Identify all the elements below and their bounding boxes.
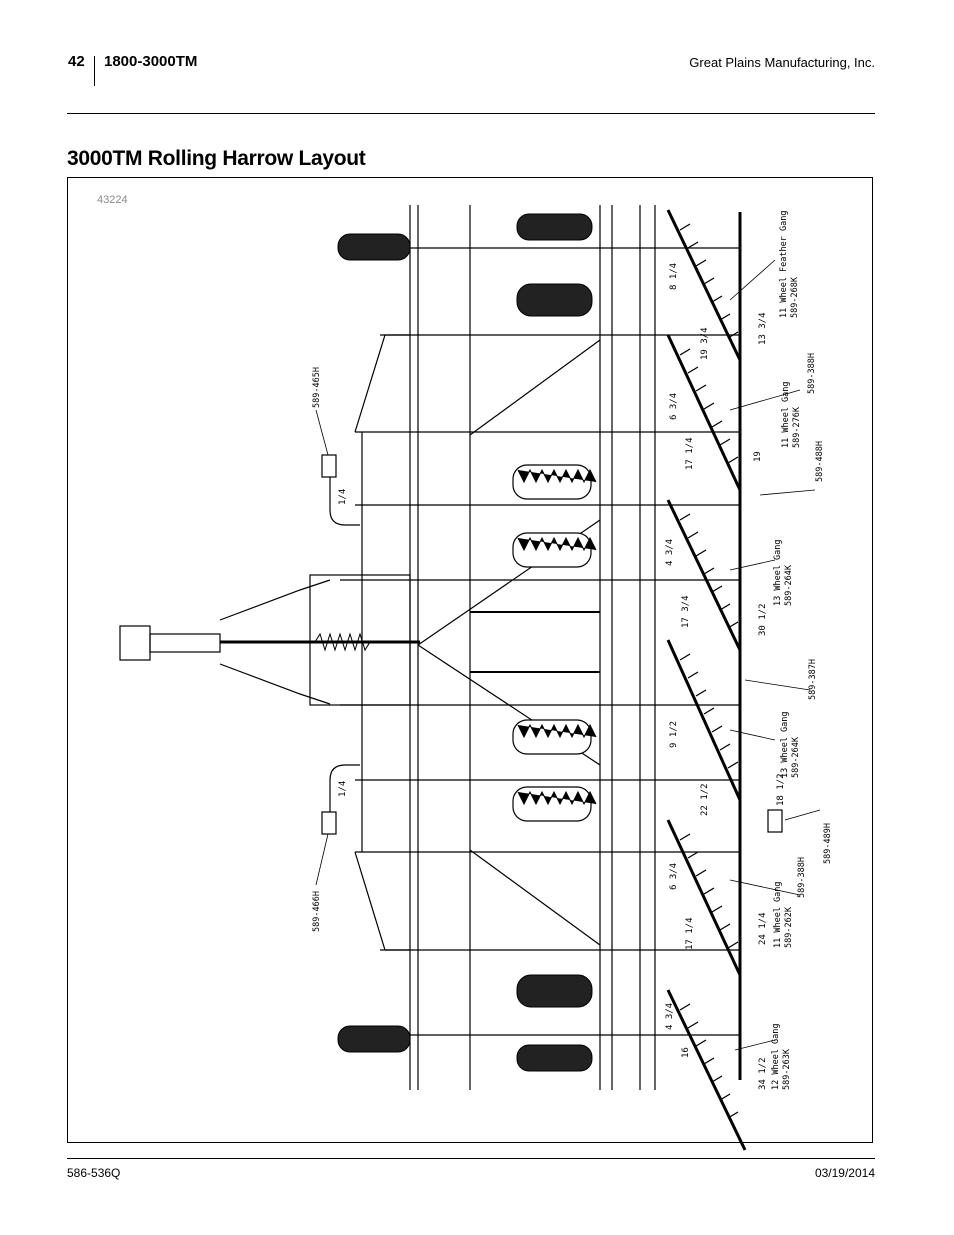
svg-text:9 1/2: 9 1/2	[669, 721, 679, 748]
svg-text:1/4: 1/4	[338, 489, 348, 505]
svg-text:11 Wheel Feather Gang: 11 Wheel Feather Gang	[779, 211, 789, 318]
svg-text:589-268K: 589-268K	[790, 276, 800, 318]
svg-text:19: 19	[753, 451, 763, 462]
svg-text:12 Wheel Gang: 12 Wheel Gang	[771, 1023, 781, 1090]
svg-text:6 3/4: 6 3/4	[669, 393, 679, 420]
svg-text:4 3/4: 4 3/4	[665, 1003, 675, 1030]
svg-text:8 1/4: 8 1/4	[669, 263, 679, 290]
model-name: 1800-3000TM	[104, 53, 198, 70]
company-name: Great Plains Manufacturing, Inc.	[689, 55, 875, 70]
svg-text:6 3/4: 6 3/4	[669, 863, 679, 890]
svg-text:589-488H: 589-488H	[815, 441, 825, 482]
footer-rule	[67, 1158, 875, 1159]
svg-text:589-264K: 589-264K	[784, 564, 794, 606]
svg-text:22 1/2: 22 1/2	[700, 783, 710, 816]
svg-text:589-466H: 589-466H	[312, 891, 322, 932]
figure-number: 43224	[97, 194, 128, 206]
svg-text:24 1/4: 24 1/4	[758, 912, 768, 945]
svg-text:11 Wheel Gang: 11 Wheel Gang	[781, 381, 791, 448]
document-number: 586-536Q	[67, 1166, 121, 1180]
figure-frame	[67, 177, 873, 1143]
svg-text:589-388H: 589-388H	[797, 857, 807, 898]
document-date: 03/19/2014	[814, 1166, 875, 1180]
svg-text:17 1/4: 17 1/4	[685, 917, 695, 950]
svg-text:17 1/4: 17 1/4	[685, 437, 695, 470]
svg-text:589-276K: 589-276K	[792, 406, 802, 448]
svg-text:16: 16	[681, 1047, 691, 1058]
svg-text:17 3/4: 17 3/4	[681, 595, 691, 628]
svg-text:19 3/4: 19 3/4	[700, 327, 710, 360]
svg-text:4 3/4: 4 3/4	[665, 539, 675, 566]
svg-text:589-465H: 589-465H	[312, 367, 322, 408]
svg-text:589-489H: 589-489H	[823, 823, 833, 864]
header-rule	[67, 113, 875, 114]
svg-text:589-262K: 589-262K	[784, 906, 794, 948]
header-divider	[94, 56, 95, 86]
svg-text:13 Wheel Gang: 13 Wheel Gang	[773, 539, 783, 606]
svg-text:589-264K: 589-264K	[791, 736, 801, 778]
svg-text:30 1/2: 30 1/2	[758, 603, 768, 636]
page-title: 3000TM Rolling Harrow Layout	[67, 147, 366, 170]
svg-text:1/4: 1/4	[338, 781, 348, 797]
svg-text:589-388H: 589-388H	[807, 353, 817, 394]
svg-text:11 Wheel Gang: 11 Wheel Gang	[773, 881, 783, 948]
svg-text:589-387H: 589-387H	[808, 659, 818, 700]
svg-text:34 1/2: 34 1/2	[758, 1057, 768, 1090]
page-number: 42	[68, 53, 85, 70]
svg-text:18 1/2: 18 1/2	[776, 773, 786, 806]
svg-text:589-263K: 589-263K	[782, 1048, 792, 1090]
svg-text:13 Wheel Gang: 13 Wheel Gang	[780, 711, 790, 778]
svg-text:13 3/4: 13 3/4	[758, 312, 768, 345]
